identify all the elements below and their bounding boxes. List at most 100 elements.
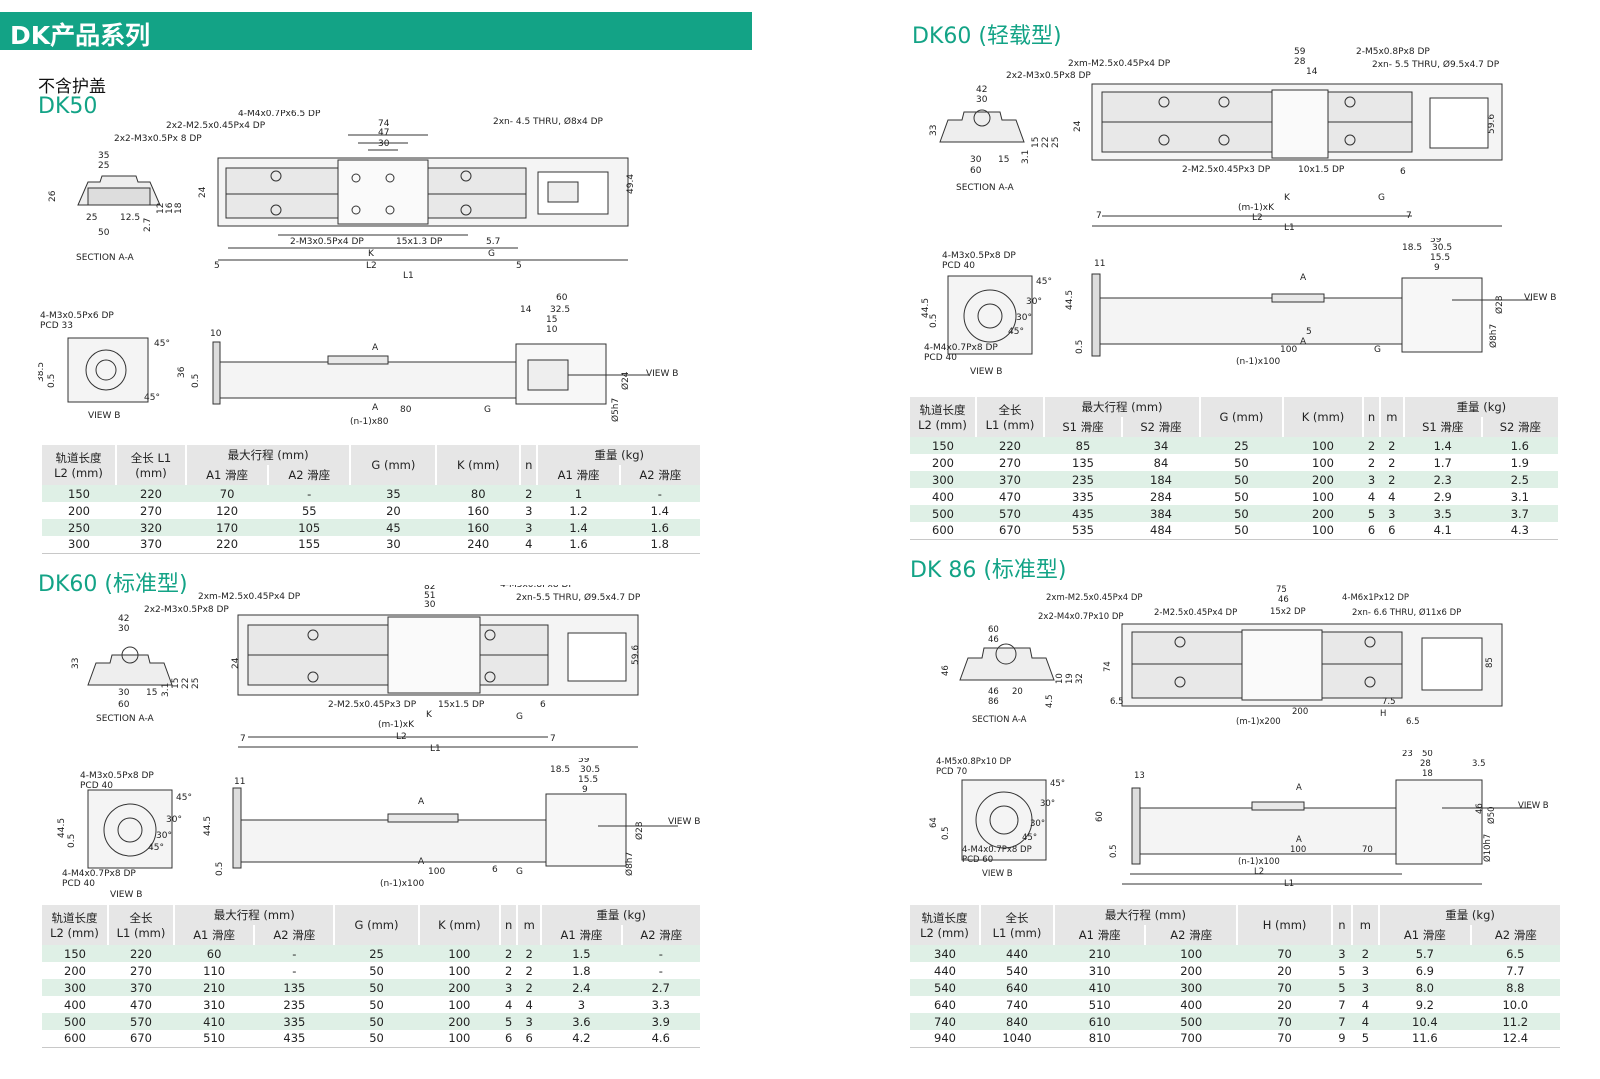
svg-text:24: 24	[198, 186, 208, 198]
col-weight-a2: A2 滑座	[619, 465, 700, 485]
svg-text:11: 11	[1094, 259, 1105, 269]
table-cell: 25	[334, 945, 419, 962]
svg-text:33: 33	[929, 125, 939, 136]
svg-text:2xm-M2.5x0.45Px4 DP: 2xm-M2.5x0.45Px4 DP	[1068, 59, 1171, 69]
table-cell: 370	[116, 536, 186, 554]
col-weight-a2: A2 滑座	[621, 925, 700, 945]
table-cell: 100	[1282, 454, 1364, 471]
table-cell: 250	[42, 519, 116, 536]
svg-text:50: 50	[1422, 750, 1433, 759]
table-cell: 570	[976, 505, 1044, 522]
dk86-title: DK 86 (标准型)	[910, 558, 1067, 583]
table-cell: 284	[1122, 488, 1200, 505]
table-cell: 1040	[980, 1030, 1054, 1048]
dk50-title: DK50	[38, 94, 98, 119]
table-cell: 200	[1145, 962, 1237, 979]
col-stroke-a1: A1 滑座	[186, 465, 270, 485]
svg-text:30°: 30°	[1026, 297, 1042, 307]
table-cell: 35	[350, 485, 437, 502]
table-cell: 1.6	[537, 536, 620, 554]
svg-text:10x1.5 DP: 10x1.5 DP	[1298, 165, 1345, 175]
svg-text:4-M4x0.7Px6.5 DP: 4-M4x0.7Px6.5 DP	[238, 110, 321, 119]
table-cell: 200	[1282, 505, 1364, 522]
svg-text:25: 25	[191, 678, 201, 689]
dk50-subtitle: 不含护盖	[38, 77, 106, 97]
svg-text:2xn-5.5 THRU, Ø9.5x4.7 DP: 2xn-5.5 THRU, Ø9.5x4.7 DP	[516, 592, 641, 603]
table-cell: 600	[42, 1030, 108, 1048]
svg-text:24: 24	[1073, 120, 1083, 132]
col-l1: 全长 L1 (mm)	[116, 445, 187, 485]
table-cell: 6	[1379, 522, 1404, 540]
table-cell: 400	[1145, 996, 1237, 1013]
svg-text:Ø8h7: Ø8h7	[1488, 324, 1499, 348]
table-cell: 120	[186, 502, 269, 519]
svg-text:5: 5	[214, 261, 220, 271]
table-cell: 2.3	[1403, 471, 1482, 488]
svg-text:6: 6	[540, 700, 546, 710]
col-k: K (mm)	[418, 905, 502, 945]
table-cell: 435	[254, 1030, 335, 1048]
svg-text:74: 74	[1103, 661, 1113, 672]
svg-text:9: 9	[1434, 263, 1440, 273]
svg-text:15: 15	[998, 155, 1009, 165]
svg-text:33: 33	[71, 658, 81, 669]
svg-text:3.5: 3.5	[1472, 759, 1486, 769]
svg-text:30°: 30°	[1030, 819, 1045, 829]
table-cell: 400	[42, 996, 108, 1013]
table-cell: 70	[186, 485, 269, 502]
table-cell: 370	[976, 471, 1044, 488]
table-cell: 610	[1054, 1013, 1146, 1030]
table-cell: 1.7	[1403, 454, 1482, 471]
svg-text:SECTION A-A: SECTION A-A	[972, 715, 1027, 725]
table-cell: 310	[174, 996, 255, 1013]
svg-text:L2: L2	[396, 732, 407, 742]
svg-text:60: 60	[988, 625, 999, 635]
svg-text:30°: 30°	[156, 831, 172, 841]
table-cell: 170	[186, 519, 269, 536]
svg-text:6: 6	[492, 865, 498, 875]
table-cell: 2	[520, 485, 538, 502]
col-weight-s2: S2 滑座	[1481, 417, 1558, 437]
table-cell: 45	[350, 519, 437, 536]
svg-text:44.5: 44.5	[921, 298, 931, 318]
dk50-top-drawing: 4-M4x0.7Px6.5 DP 2x2-M2.5x0.45Px4 DP 2x2…	[48, 110, 636, 281]
table-cell: 2.4	[541, 979, 622, 996]
table-cell: 840	[980, 1013, 1054, 1030]
table-cell: 20	[1236, 962, 1333, 979]
svg-text:15: 15	[171, 678, 181, 689]
col-stroke-s1: S1 滑座	[1044, 417, 1123, 437]
svg-text:(n-1)x100: (n-1)x100	[380, 879, 424, 889]
table-cell: 300	[42, 536, 116, 554]
table-cell: 2	[1363, 454, 1380, 471]
table-cell: 70	[1236, 979, 1333, 996]
col-stroke: 最大行程 (mm)	[1044, 397, 1201, 417]
svg-text:A: A	[1296, 835, 1302, 845]
svg-text:Ø8h7: Ø8h7	[624, 852, 635, 876]
svg-text:59.6: 59.6	[1487, 114, 1497, 134]
table-cell: 3	[1363, 471, 1380, 488]
table-cell: 70	[1236, 945, 1333, 962]
svg-text:85: 85	[1485, 657, 1495, 668]
table-cell: 3	[541, 996, 622, 1013]
svg-text:70: 70	[1362, 845, 1373, 855]
table-cell: 3.6	[541, 1013, 622, 1030]
svg-text:6: 6	[1400, 167, 1406, 177]
table-cell: 2	[500, 962, 518, 979]
col-l2: 轨道长度 L2 (mm)	[910, 905, 981, 945]
table-cell: 100	[418, 962, 501, 979]
table-cell: 6.5	[1470, 945, 1560, 962]
col-l1: 全长 L1 (mm)	[980, 905, 1055, 945]
col-stroke-a2: A2 滑座	[1145, 925, 1238, 945]
svg-text:12.5: 12.5	[120, 213, 140, 223]
table-cell: 4.2	[541, 1030, 622, 1048]
table-cell: 50	[1200, 488, 1283, 505]
svg-text:3.1: 3.1	[1021, 150, 1031, 164]
col-l2: 轨道长度 L2 (mm)	[42, 445, 117, 485]
